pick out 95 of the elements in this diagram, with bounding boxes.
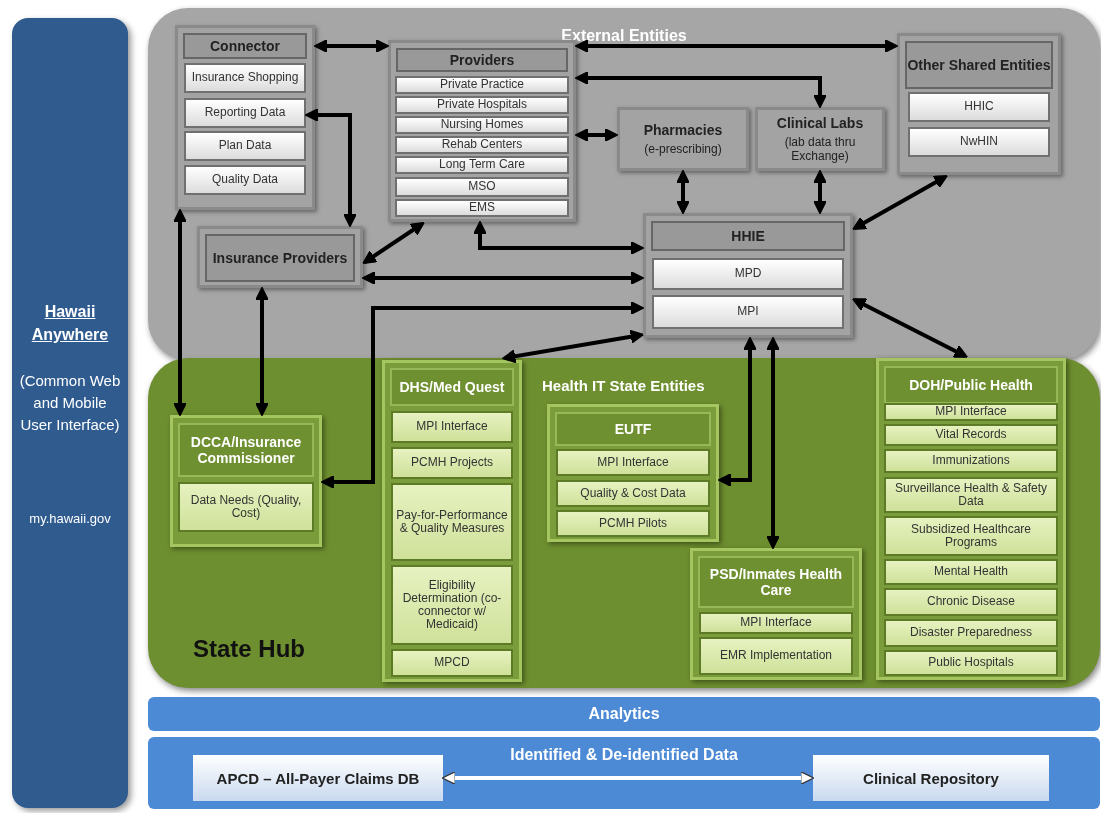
band-title: External Entities [560,27,688,45]
arrow [852,175,948,230]
list-item: Pay-for-Performance & Quality Measures [391,483,513,561]
list-item: Eligibility Determination (co-connector w/ Medicaid) [391,565,513,645]
app-title: Hawaii Anywhere [30,302,110,346]
band-title: Identified & De-identified Data [509,746,739,764]
list-item: Surveillance Health & Safety Data [884,477,1058,513]
panel-heading: PSD/Inmates Health Care [698,556,854,608]
list-item: Immunizations [884,449,1058,473]
group-panel [382,360,522,682]
entity-note: (lab data thru Exchange) [783,135,857,163]
arrow [472,220,645,256]
arrow [441,770,815,786]
band-title: State Hub [193,635,305,663]
list-item: PCMH Pilots [556,510,710,537]
list-item: Mental Health [884,559,1058,585]
arrow [501,329,645,364]
database-box: Clinical Repository [813,755,1049,801]
panel-heading: Providers [396,48,568,72]
group-panel [170,415,322,547]
band-panel [148,8,1100,360]
list-item: Rehab Centers [395,136,569,154]
entity-title: Pharmacies [643,122,723,138]
arrow [574,70,828,109]
list-item: Public Hospitals [884,650,1058,676]
list-item: Insurance Shopping [184,63,306,93]
arrow [574,127,619,143]
list-item: MPI Interface [556,449,710,476]
panel-heading: DOH/Public Health [884,366,1058,404]
arrow [254,286,270,417]
list-item: MPD [652,258,844,290]
arrow [717,336,758,488]
band-panel [148,697,1100,731]
list-item: MPCD [391,649,513,677]
entity-box [755,107,885,171]
list-item: Disaster Preparedness [884,619,1058,647]
group-panel [897,33,1061,175]
panel-heading: EUTF [555,412,711,446]
band-title: Analytics [587,705,661,723]
arrow [812,169,828,215]
group-panel [197,226,363,288]
list-item: MPI Interface [884,403,1058,421]
list-item: Nursing Homes [395,116,569,134]
list-item: MPI Interface [391,411,513,443]
arrow [313,38,390,54]
arrow [852,298,968,358]
panel-heading: Other Shared Entities [905,41,1053,89]
list-item: NwHIN [908,127,1050,157]
list-item: MSO [395,177,569,197]
arrow [361,270,645,286]
list-item: Data Needs (Quality, Cost) [178,482,314,532]
group-panel [175,25,315,210]
database-box: APCD – All-Payer Claims DB [193,755,443,801]
list-item: PCMH Projects [391,447,513,479]
group-panel [388,40,576,222]
app-description: (Common Web and Mobile User Interface) [18,371,122,435]
band-panel [148,737,1100,809]
list-item: Reporting Data [184,98,306,128]
web-address: my.hawaii.gov [28,510,112,528]
list-item: Vital Records [884,424,1058,446]
group-panel [876,358,1066,680]
side-panel [12,18,128,808]
group-panel [643,213,853,338]
entity-box [617,107,749,171]
list-item: Subsidized Healthcare Programs [884,516,1058,556]
group-panel [690,548,862,680]
list-item: MPI Interface [699,612,853,634]
list-item: Chronic Disease [884,588,1058,616]
arrow [574,38,899,54]
entity-title: Clinical Labs [776,115,864,131]
panel-heading: DCCA/Insurance Commissioner [178,423,314,477]
group-label: Health IT State Entities [542,377,705,394]
group-panel [547,404,719,542]
band-panel [148,358,1100,688]
list-item: Plan Data [184,131,306,161]
list-item: HHIC [908,92,1050,122]
list-item: Quality & Cost Data [556,480,710,507]
entity-note: (e-prescribing) [644,142,722,156]
panel-heading: DHS/Med Quest [390,368,514,406]
list-item: Quality Data [184,165,306,195]
panel-heading: HHIE [651,221,845,251]
list-item: EMR Implementation [699,637,853,675]
list-item: Private Hospitals [395,96,569,114]
list-item: Long Term Care [395,156,569,174]
arrow [304,107,358,228]
panel-heading: Insurance Providers [205,234,355,282]
list-item: Private Practice [395,76,569,94]
arrow [172,208,188,417]
arrow [675,169,691,215]
arrow [765,336,781,550]
arrow [362,221,425,265]
list-item: MPI [652,295,844,329]
arrow [320,300,645,490]
list-item: EMS [395,199,569,217]
panel-heading: Connector [183,33,307,59]
